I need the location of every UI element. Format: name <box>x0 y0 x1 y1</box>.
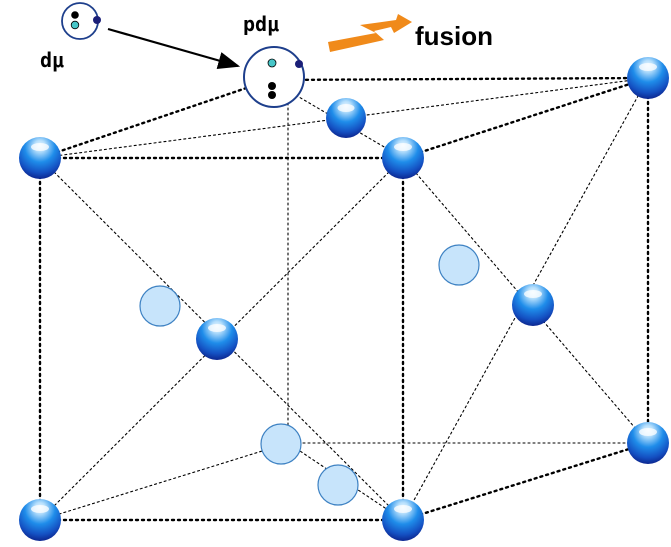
atom-sphere <box>382 137 424 179</box>
d-mu-label: dμ <box>40 48 64 72</box>
lattice-edges <box>38 76 650 522</box>
atom-sphere <box>326 98 366 138</box>
pd-mu-orbit <box>243 46 305 108</box>
atom-sphere <box>627 57 669 99</box>
proton-core <box>267 58 277 68</box>
top-left-edge <box>38 78 272 160</box>
lightning-arrow-icon <box>328 14 412 52</box>
bottom-diagonal-2 <box>287 442 404 521</box>
atom-sphere <box>19 137 61 179</box>
d-mu-orbit <box>61 2 99 40</box>
atom-sphere <box>196 318 238 360</box>
vacancy-site <box>260 423 302 465</box>
lattice-atoms <box>19 57 669 541</box>
top-back-edge <box>401 76 650 160</box>
atom-sphere <box>19 499 61 541</box>
vacancy-site <box>317 464 359 506</box>
d-mu-atom <box>61 2 101 40</box>
muon-dot <box>93 16 101 24</box>
deuteron-core <box>268 91 276 99</box>
muon-dot <box>295 60 303 68</box>
bottom-diagonal-1 <box>39 442 289 521</box>
atom-sphere <box>512 284 554 326</box>
vacancy-sites <box>139 244 480 506</box>
vacancy-site <box>438 244 480 286</box>
deuteron-core <box>71 11 79 19</box>
vacancy-site <box>139 285 181 327</box>
atom-sphere <box>627 422 669 464</box>
pd-mu-label: pdμ <box>243 12 279 36</box>
top-rear-edge <box>268 76 650 82</box>
proton-core <box>70 20 80 30</box>
bottom-right-edge <box>401 441 650 522</box>
deuteron-core <box>268 82 276 90</box>
arrow-icon <box>107 27 241 70</box>
atom-sphere <box>382 499 424 541</box>
pd-mu-molecule <box>243 46 305 108</box>
fusion-label: fusion <box>415 21 493 51</box>
right-diagonal-2 <box>402 77 649 521</box>
